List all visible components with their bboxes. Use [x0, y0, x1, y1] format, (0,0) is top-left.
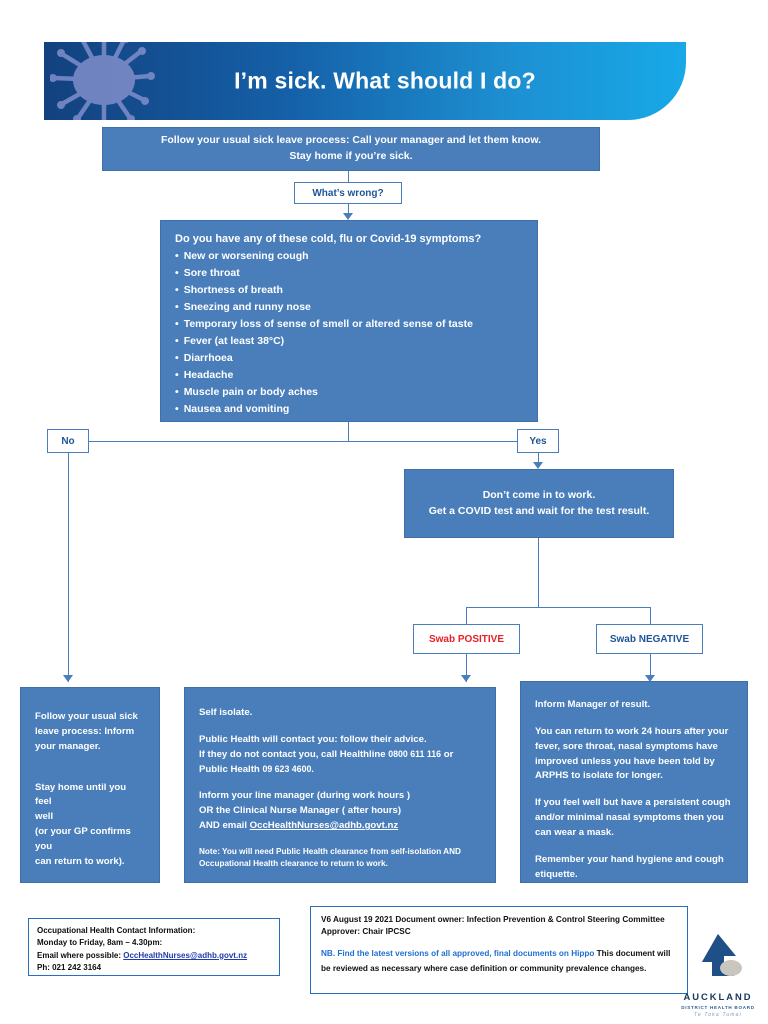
- negative-mask-advice: If you feel well but have a persistent c…: [535, 797, 731, 839]
- occupational-health-contact-box: Occupational Health Contact Information:…: [28, 918, 280, 976]
- connector-intro-to-decision: [348, 171, 349, 183]
- swab-positive-label[interactable]: Swab POSITIVE: [413, 624, 520, 654]
- outcome-no-p2-l4: can return to work).: [35, 855, 125, 867]
- negative-hygiene-advice: Remember your hand hygiene and cough eti…: [535, 853, 724, 880]
- logo-maori-name: Te Toka Tumai: [694, 1012, 742, 1018]
- symptom-item: Muscle pain or body aches: [175, 384, 523, 401]
- doc-nb-highlight: NB. Find the latest versions of all appr…: [321, 948, 595, 958]
- occ-health-email-link[interactable]: OccHealthNurses@adhb.govt.nz: [249, 820, 399, 832]
- positive-p2-l3a: Public Health: [199, 763, 263, 775]
- dont-come-in-box: Don’t come in to work. Get a COVID test …: [404, 469, 674, 538]
- arrowhead-to-symptoms: [343, 213, 353, 220]
- connector-yes-down: [538, 453, 539, 465]
- connector-yes-no-bar: [89, 441, 523, 442]
- outcome-no-p2-l2: well: [35, 811, 54, 823]
- contact-line-1: Occupational Health Contact Information:: [37, 926, 196, 935]
- positive-p2-l1: Public Health will contact you: follow t…: [199, 733, 427, 745]
- arrowhead-to-no-outcome: [63, 675, 73, 682]
- symptom-item: Fever (at least 38°C): [175, 333, 523, 350]
- decision-whats-wrong[interactable]: What’s wrong?: [294, 182, 402, 204]
- positive-p3-l2: OR the Clinical Nurse Manager ( after ho…: [199, 805, 402, 817]
- outcome-no-p1-l2: leave process: Inform: [35, 725, 135, 737]
- public-health-number: 09 623 4600.: [262, 763, 314, 774]
- doc-nb-rest: This document will be reviewed as necess…: [321, 948, 671, 974]
- adhb-logo-mark: [702, 934, 742, 976]
- negative-inform-manager: Inform Manager of result.: [535, 699, 651, 710]
- arrowhead-to-positive-outcome: [461, 675, 471, 682]
- connector-positive-down: [466, 654, 467, 682]
- symptom-item: Nausea and vomiting: [175, 401, 523, 418]
- symptoms-list: New or worsening cough Sore throat Short…: [175, 248, 523, 418]
- symptom-item: Temporary loss of sense of smell or alte…: [175, 316, 523, 333]
- outcome-no-p2-l1: Stay home until you feel: [35, 781, 127, 808]
- arrowhead-to-dont-come-in: [533, 462, 543, 469]
- symptoms-question: Do you have any of these cold, flu or Co…: [175, 233, 482, 245]
- outcome-no-p1-l1: Follow your usual sick: [35, 711, 138, 722]
- adhb-logo: AUCKLAND DISTRICT HEALTH BOARD Te Toka T…: [672, 934, 764, 1020]
- outcome-no-p2-l3: (or your GP confirms you: [35, 826, 131, 853]
- connector-no-down: [68, 453, 69, 682]
- positive-note: Note: You will need Public Health cleara…: [199, 846, 481, 870]
- intro-instruction-box: Follow your usual sick leave process: Ca…: [102, 127, 600, 171]
- contact-line-2: Monday to Friday, 8am – 4.30pm:: [37, 938, 163, 948]
- doc-approver: Approver: Chair IPCSC: [321, 927, 411, 937]
- coronavirus-icon: [50, 42, 155, 120]
- positive-p3-l3a: AND email: [199, 820, 250, 832]
- symptom-item: Shortness of breath: [175, 282, 523, 299]
- logo-name: AUCKLAND: [683, 991, 753, 1002]
- positive-public-health: Public Health will contact you: follow t…: [199, 733, 481, 778]
- healthline-number: 0800 611 116: [388, 748, 442, 759]
- outcome-swab-positive-box: Self isolate. Public Health will contact…: [184, 687, 496, 883]
- symptom-item: Sneezing and runny nose: [175, 299, 523, 316]
- connector-dontcomein-down: [538, 538, 539, 607]
- negative-return-to-work: You can return to work 24 hours after yo…: [535, 725, 729, 782]
- intro-line-2: Stay home if you’re sick.: [289, 150, 413, 162]
- document-info-box: V6 August 19 2021 Document owner: Infect…: [310, 906, 688, 994]
- connector-swab-split-bar: [466, 607, 650, 608]
- contact-line-4: Ph: 021 242 3164: [37, 963, 102, 973]
- dont-come-in-line-2: Get a COVID test and wait for the test r…: [428, 504, 650, 517]
- branch-yes-label[interactable]: Yes: [517, 429, 559, 453]
- symptom-item: Sore throat: [175, 265, 523, 282]
- connector-decision-to-symptoms: [348, 204, 349, 216]
- symptoms-list-box: Do you have any of these cold, flu or Co…: [160, 220, 538, 422]
- positive-p2-l2a: If they do not contact you, call Healthl…: [199, 748, 389, 760]
- connector-to-swab-negative: [650, 607, 651, 625]
- dont-come-in-line-1: Don’t come in to work.: [482, 488, 596, 501]
- positive-p2-l2b: or: [441, 748, 454, 760]
- outcome-swab-negative-box: Inform Manager of result. You can return…: [520, 681, 748, 883]
- branch-no-label[interactable]: No: [47, 429, 89, 453]
- symptom-item: New or worsening cough: [175, 248, 523, 265]
- page-title: I’m sick. What should I do?: [234, 67, 536, 94]
- header-banner: I’m sick. What should I do?: [44, 42, 686, 120]
- positive-p4-l2: Occupational Health clearance to return …: [199, 858, 388, 868]
- connector-symptoms-down: [348, 422, 349, 441]
- symptom-item: Headache: [175, 367, 523, 384]
- swab-negative-label[interactable]: Swab NEGATIVE: [596, 624, 703, 654]
- connector-to-swab-positive: [466, 607, 467, 625]
- outcome-no-p1-l3: your manager.: [35, 740, 101, 752]
- contact-email-label: Email where possible:: [37, 950, 124, 960]
- outcome-no-symptoms-box: Follow your usual sick leave process: In…: [20, 687, 160, 883]
- positive-inform-manager: Inform your line manager (during work ho…: [199, 789, 481, 834]
- logo-subtitle: DISTRICT HEALTH BOARD: [681, 1005, 755, 1010]
- intro-line-1: Follow your usual sick leave process: Ca…: [160, 134, 542, 147]
- symptom-item: Diarrhoea: [175, 350, 523, 367]
- doc-version-owner: V6 August 19 2021 Document owner: Infect…: [321, 915, 665, 924]
- doc-nb-note: NB. Find the latest versions of all appr…: [321, 946, 677, 977]
- positive-self-isolate: Self isolate.: [199, 707, 253, 718]
- outcome-no-paragraph-1: Follow your usual sick leave process: In…: [35, 710, 145, 755]
- positive-p3-l1: Inform your line manager (during work ho…: [199, 790, 411, 802]
- contact-email-link[interactable]: OccHealthNurses@adhb.govt.nz: [123, 950, 248, 960]
- positive-p4-l1: Note: You will need Public Health cleara…: [199, 847, 461, 857]
- contact-line-3: Email where possible: OccHealthNurses@ad…: [37, 950, 271, 962]
- arrowhead-to-negative-outcome: [645, 675, 655, 682]
- outcome-no-paragraph-2: Stay home until you feel well (or your G…: [35, 781, 145, 870]
- connector-negative-down: [650, 654, 651, 682]
